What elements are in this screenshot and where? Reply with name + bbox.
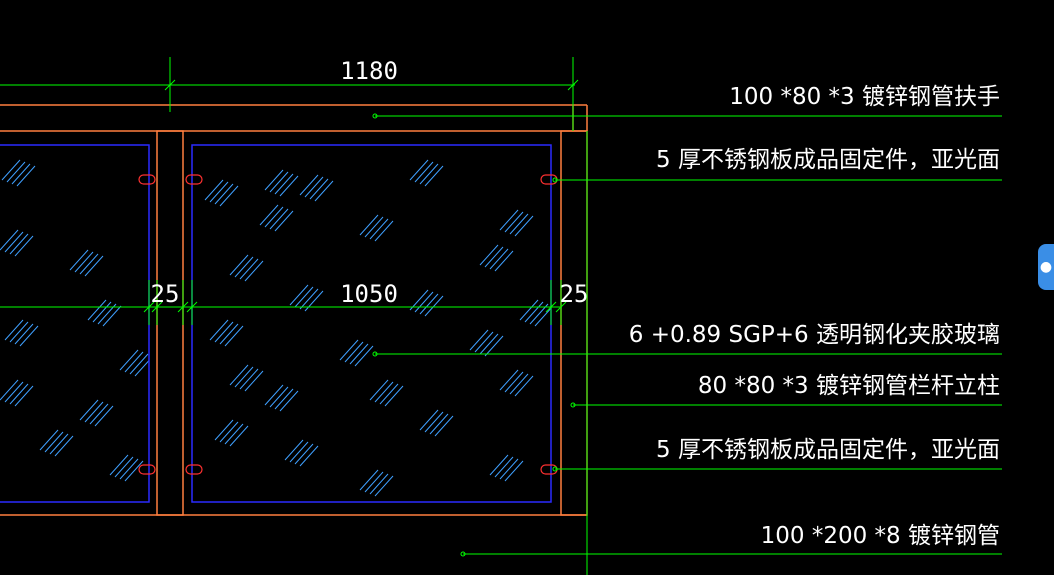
leader-lines bbox=[375, 115, 1002, 555]
dim-overall-width: 1180 bbox=[340, 57, 398, 85]
label-handrail: 100 *80 *3 镀锌钢管扶手 bbox=[729, 84, 1000, 110]
glass-clips bbox=[138, 174, 558, 475]
dim-glass-width: 1050 bbox=[340, 280, 398, 308]
dim-left-gap: 25 bbox=[151, 280, 180, 308]
glass-panels bbox=[0, 144, 552, 503]
dim-right-gap: 25 bbox=[560, 280, 589, 308]
leader-dots bbox=[372, 113, 576, 557]
railing-frame bbox=[0, 104, 588, 516]
dimension-lines bbox=[0, 57, 588, 575]
glass-hatching-right bbox=[204, 159, 551, 497]
label-fixing-bottom: 5 厚不锈钢板成品固定件，亚光面 bbox=[656, 437, 1000, 463]
glass-panel-right bbox=[191, 144, 552, 503]
label-post: 80 *80 *3 镀锌钢管栏杆立柱 bbox=[698, 373, 1000, 399]
post-right bbox=[560, 130, 588, 516]
post-middle bbox=[156, 130, 184, 516]
label-fixing-top: 5 厚不锈钢板成品固定件，亚光面 bbox=[656, 147, 1000, 173]
glass-panel-left bbox=[0, 144, 150, 503]
label-base: 100 *200 *8 镀锌钢管 bbox=[761, 523, 1000, 549]
side-tab-button[interactable]: ● bbox=[1038, 244, 1054, 290]
chat-icon: ● bbox=[1039, 259, 1053, 275]
label-glass: 6 +0.89 SGP+6 透明钢化夹胶玻璃 bbox=[629, 322, 1000, 348]
glass-hatching-left bbox=[0, 159, 149, 482]
